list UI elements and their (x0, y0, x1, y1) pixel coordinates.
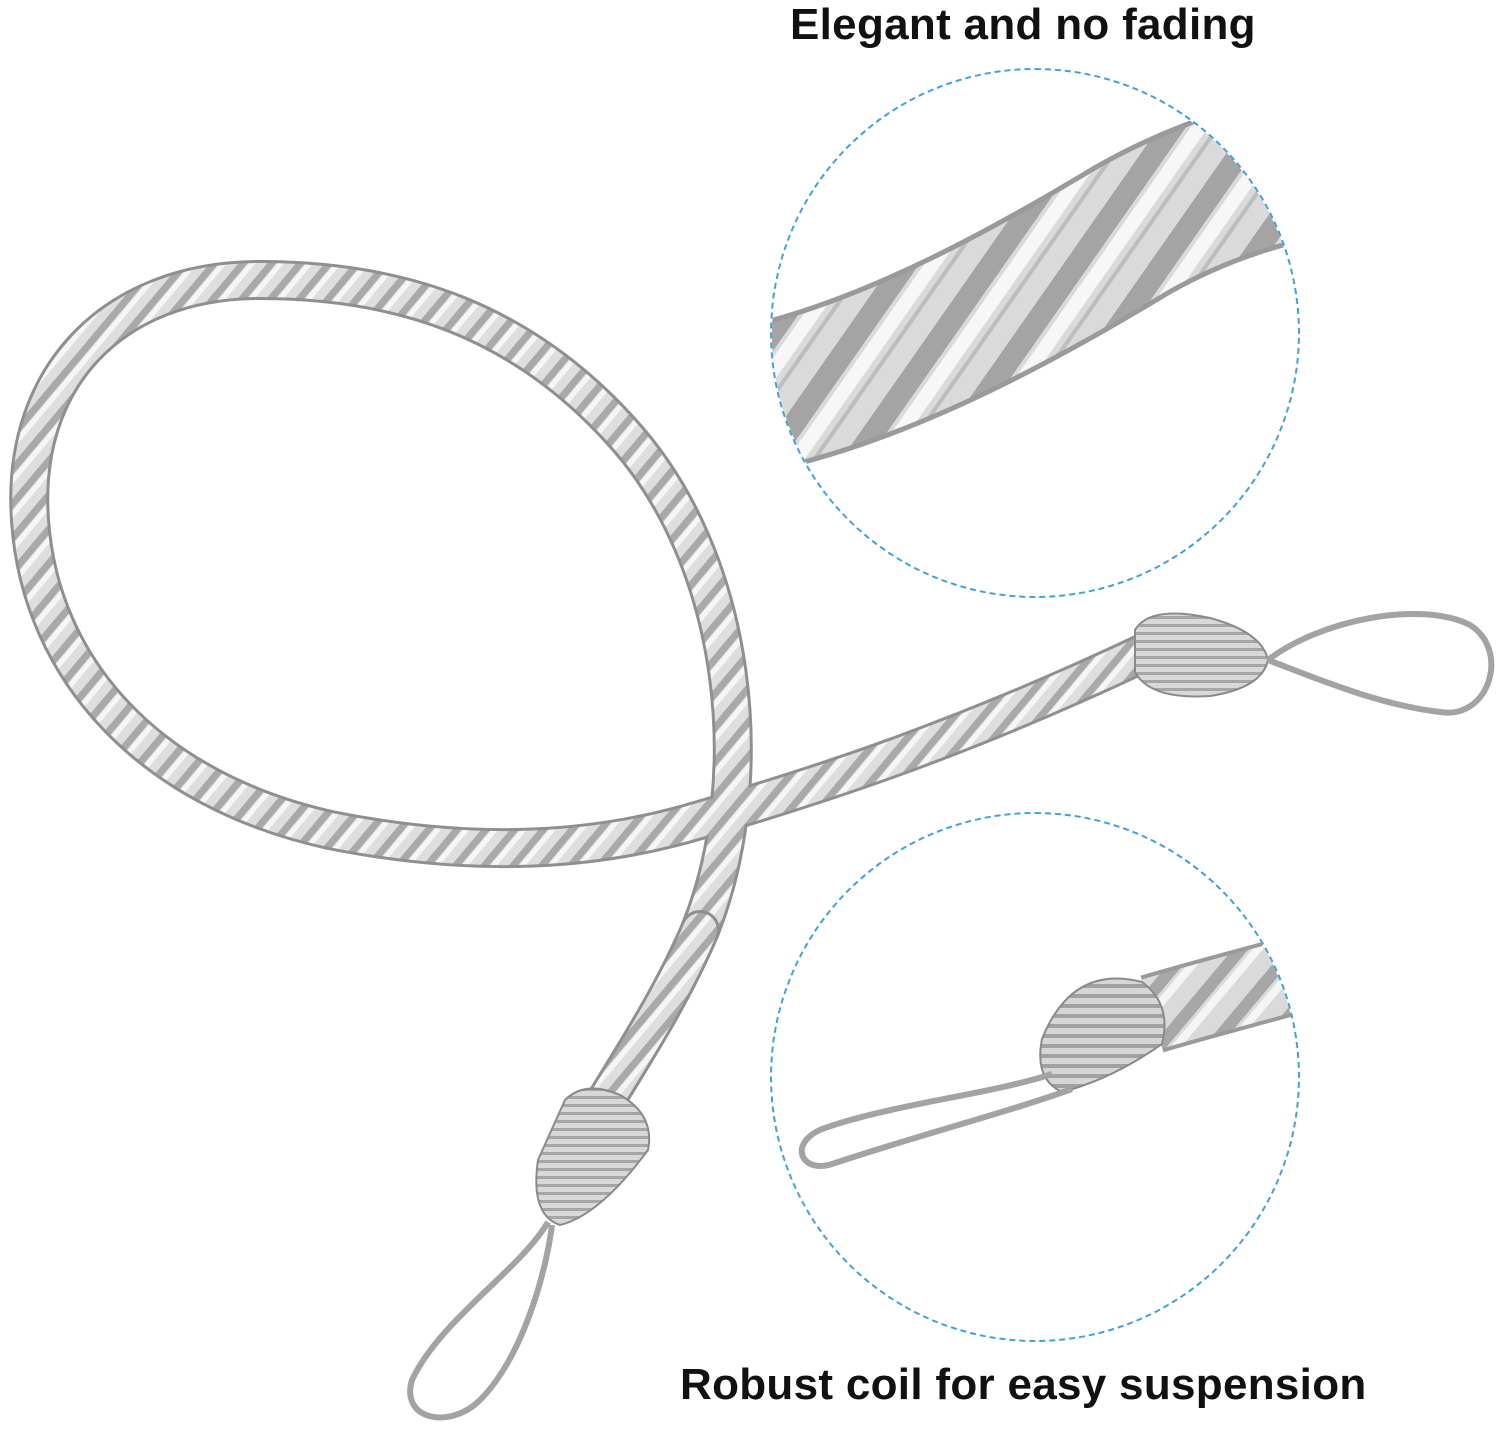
end-cap-closeup-image (798, 932, 1298, 1169)
rope-hanging-loop-right (1266, 611, 1495, 716)
zoom-circle-end-cap-closeup (770, 812, 1300, 1342)
rope-closeup-image (772, 89, 1298, 473)
rope-hanging-loop-bottom (407, 1220, 555, 1421)
caption-robust-coil: Robust coil for easy suspension (680, 1360, 1367, 1409)
zoom-circle-rope-closeup (770, 68, 1300, 598)
rope-end-cap-bottom (535, 1087, 651, 1227)
caption-elegant-no-fading: Elegant and no fading (790, 0, 1256, 49)
rope-loop (9, 259, 1170, 1130)
rope-end-cap-right (1134, 612, 1270, 698)
